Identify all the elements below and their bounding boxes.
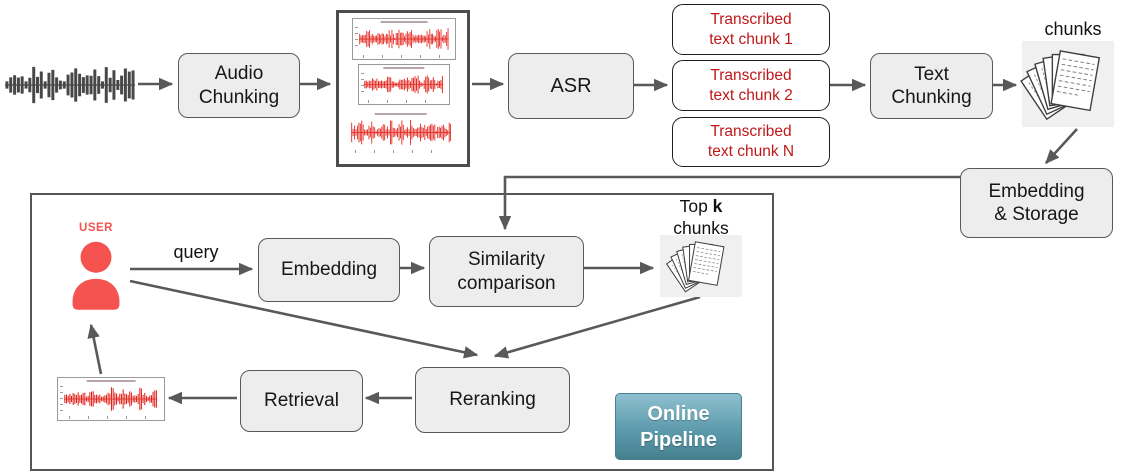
audio-chunking-label-2: Chunking [198,86,280,108]
retrieval-box: Retrieval [240,370,363,432]
mini-plot-xticks [363,55,445,58]
similarity-label-2: comparison [457,272,556,294]
transcribed-chunk-n-box: Transcribed text chunk N [672,117,830,167]
arrow-user-to-reranking [129,279,479,359]
mini-plot-yticks [355,27,358,51]
transcribed-n-line2: text chunk N [707,143,795,160]
retrieval-label: Retrieval [264,390,339,412]
online-pipeline-container [30,193,774,471]
similarity-label-1: Similarity [467,249,546,271]
embedding-storage-label-1: Embedding [988,180,1085,202]
arrow-topk-to-reranking [493,295,701,359]
similarity-comparison-box: Similarity comparison [429,236,584,307]
transcribed-chunk-1-box: Transcribed text chunk 1 [672,4,830,55]
mini-plot-title [380,21,428,23]
mini-plot-xticks [368,100,440,103]
reranking-label: Reranking [449,389,536,411]
chunks-document-stack-icon [1020,41,1114,127]
embedding-storage-label-2: & Storage [994,204,1079,225]
topk-k: k [712,196,723,216]
text-chunking-box: Text Chunking [870,53,993,119]
user-label: USER [79,222,113,234]
transcribed-n-line1: Transcribed [710,123,792,141]
transcribed-2-line2: text chunk 2 [709,86,793,104]
arrow-chunks-to-embedding-storage [1045,128,1078,164]
asr-label: ASR [550,74,592,97]
embedding-storage-box: Embedding & Storage [960,168,1113,238]
mini-plot-xticks [68,416,154,419]
online-pipeline-badge: Online Pipeline [615,393,742,460]
user-icon [66,238,126,314]
online-pipeline-badge-line2: Pipeline [640,428,717,451]
input-audio-waveform-icon [5,62,135,108]
topk-label: Top k chunks [658,196,744,240]
mini-plot-title [383,67,425,69]
text-chunking-label-1: Text [914,63,949,85]
chunked-audio-plot-3 [344,111,458,154]
mini-plot-xticks [355,150,447,153]
text-chunking-label-2: Chunking [891,87,972,108]
topk-prefix: Top [679,196,713,216]
audio-chunking-box: Audio Chunking [178,53,300,118]
connector-storage-to-similarity [498,175,960,231]
transcribed-1-line1: Transcribed [710,10,792,28]
mini-plot-yticks [60,386,63,412]
arrow-audio-to-user [87,323,103,375]
asr-box: ASR [508,53,634,119]
mini-plot-yticks [361,72,364,97]
audio-chunking-label-1: Audio [214,63,264,85]
chunked-audio-plot-1 [352,18,456,60]
mini-plot-title [374,113,428,115]
mini-plot-title [86,380,136,382]
retrieved-audio-plot [57,377,165,421]
transcribed-chunk-2-box: Transcribed text chunk 2 [672,60,830,111]
chunks-label: chunks [1044,19,1102,39]
embedding-box: Embedding [258,238,400,302]
transcribed-1-line2: text chunk 1 [709,30,793,48]
chunked-audio-plot-2 [358,64,450,105]
query-label: query [173,242,219,262]
transcribed-2-line1: Transcribed [710,66,792,84]
embedding-label: Embedding [280,259,378,281]
reranking-box: Reranking [415,367,570,433]
topk-label-line1: Top k [658,196,744,218]
topk-label-line2: chunks [673,217,729,238]
online-pipeline-badge-line1: Online [647,402,710,425]
topk-document-stack-icon [660,235,742,297]
